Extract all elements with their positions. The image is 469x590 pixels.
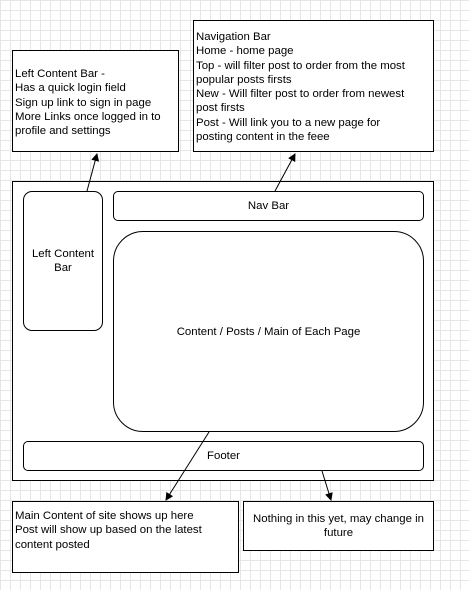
content-box: Content / Posts / Main of Each Page <box>113 231 424 432</box>
note-line: Post will show up based on the latest <box>15 524 202 537</box>
note-line: Post - Will link you to a new page for <box>196 116 381 129</box>
left-content-bar-box: Left Content Bar <box>23 191 103 331</box>
note-line: Top - will filter post to order from the… <box>196 59 405 72</box>
note-line: Navigation Bar <box>196 31 271 43</box>
left-content-bar-note: Left Content Bar - Has a quick login fie… <box>12 50 179 152</box>
footer-box: Footer <box>23 441 424 471</box>
box-label: Bar <box>54 262 72 274</box>
note-line: Has a quick login field <box>15 82 126 95</box>
arrow-to-left-note <box>86 153 100 192</box>
box-label: Footer <box>207 450 240 462</box>
note-line: Nothing in this yet, may change in <box>253 513 424 525</box>
note-line: posting content in the feee <box>196 131 330 144</box>
main-content-note: Main Content of site shows up here Post … <box>12 501 239 573</box>
note-line: profile and settings <box>15 125 111 138</box>
box-label: Content / Posts / Main of Each Page <box>176 325 361 338</box>
note-line: content posted <box>15 538 90 551</box>
note-line: New - Will filter post to order from new… <box>196 88 405 101</box>
note-line: Sign up link to sign in page <box>15 96 152 109</box>
arrow-to-main-note <box>165 431 210 501</box>
note-line: Left Content Bar - <box>15 68 105 80</box>
box-label: Left Content <box>31 248 95 260</box>
note-line: post firsts <box>196 102 245 115</box>
note-line: popular posts firsts <box>196 73 292 86</box>
note-line: More Links once logged in to <box>15 110 161 123</box>
arrow-to-footer-note <box>321 470 333 501</box>
note-line: future <box>323 527 354 539</box>
footer-note: Nothing in this yet, may change in futur… <box>243 501 434 551</box>
arrow-to-nav-note <box>274 153 296 192</box>
navigation-bar-note: Navigation Bar Home - home page Top - wi… <box>193 20 434 152</box>
nav-bar-box: Nav Bar <box>113 191 424 221</box>
box-label: Nav Bar <box>247 200 290 212</box>
note-line: Home - home page <box>196 45 294 58</box>
note-line: Main Content of site shows up here <box>15 510 194 522</box>
